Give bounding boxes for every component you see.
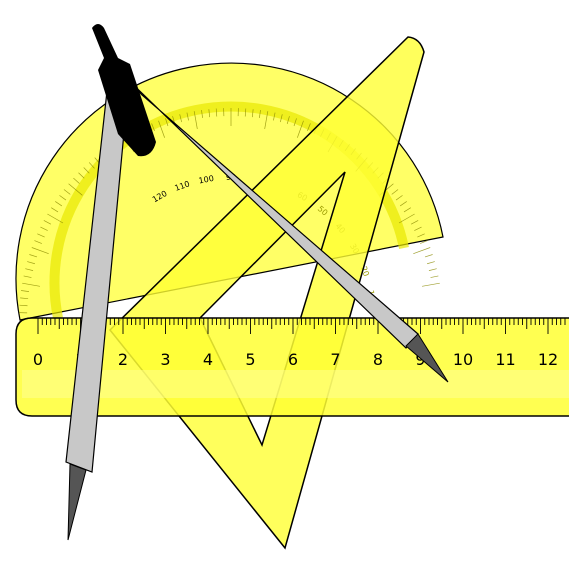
protractor-tick bbox=[20, 297, 29, 300]
protractor-tick bbox=[427, 261, 435, 265]
protractor-tick bbox=[158, 120, 165, 138]
ruler-number: 3 bbox=[160, 350, 170, 369]
protractor-tick bbox=[410, 220, 419, 225]
protractor-tick bbox=[208, 109, 211, 118]
protractor-tick bbox=[413, 247, 431, 254]
ruler-number: 6 bbox=[288, 350, 298, 369]
protractor-tick bbox=[186, 112, 189, 121]
protractor-tick bbox=[88, 162, 95, 169]
protractor-tick bbox=[59, 195, 67, 201]
ruler-number: 2 bbox=[118, 350, 128, 369]
protractor-tick bbox=[259, 110, 261, 119]
protractor-label: 20 bbox=[359, 265, 371, 278]
protractor-tick bbox=[420, 240, 428, 244]
protractor-tick bbox=[43, 220, 52, 225]
ruler-number: 4 bbox=[203, 350, 213, 369]
protractor-tick bbox=[34, 240, 42, 244]
protractor-tick bbox=[297, 120, 304, 138]
protractor-tick bbox=[215, 108, 218, 117]
protractor-tick bbox=[73, 177, 80, 184]
protractor-tick bbox=[244, 108, 247, 117]
compass-left-tip bbox=[67, 463, 87, 541]
protractor-tick bbox=[19, 304, 28, 307]
ruler-number: 0 bbox=[33, 350, 43, 369]
protractor-tick bbox=[47, 213, 64, 224]
ruler-numbers: 0123456789101112 bbox=[33, 350, 558, 369]
protractor-tick bbox=[179, 114, 182, 123]
protractor-tick bbox=[293, 118, 297, 127]
protractor-tick bbox=[68, 183, 83, 196]
ruler-highlight bbox=[22, 370, 569, 398]
protractor-tick bbox=[40, 226, 48, 231]
ruler-number: 11 bbox=[495, 350, 515, 369]
protractor-tick bbox=[399, 201, 407, 207]
protractor-tick bbox=[307, 123, 311, 131]
protractor-tick bbox=[403, 207, 411, 213]
protractor-tick bbox=[27, 261, 35, 265]
protractor-tick bbox=[421, 282, 440, 287]
protractor-tick bbox=[398, 213, 415, 224]
ruler-number: 12 bbox=[538, 350, 558, 369]
protractor-tick bbox=[29, 254, 38, 258]
protractor-tick bbox=[251, 109, 254, 118]
compass-handle bbox=[92, 24, 156, 157]
protractor-tick bbox=[280, 114, 283, 123]
protractor-tick bbox=[273, 112, 276, 121]
protractor-tick bbox=[165, 118, 169, 127]
protractor-tick bbox=[264, 111, 269, 130]
protractor-tick bbox=[83, 167, 90, 174]
protractor-tick bbox=[78, 172, 85, 179]
protractor-tick bbox=[395, 195, 403, 201]
ruler-number: 9 bbox=[415, 350, 425, 369]
protractor-tick bbox=[391, 189, 399, 195]
protractor-tick bbox=[22, 282, 41, 287]
protractor-tick bbox=[21, 290, 30, 292]
protractor-label: 100 bbox=[198, 174, 215, 186]
protractor-tick bbox=[424, 254, 433, 258]
protractor-tick bbox=[193, 111, 198, 130]
protractor-tick bbox=[25, 268, 34, 271]
protractor-tick bbox=[430, 275, 439, 278]
protractor-tick bbox=[23, 275, 32, 278]
ruler-number: 8 bbox=[373, 350, 383, 369]
protractor-tick bbox=[31, 247, 49, 254]
compass bbox=[65, 24, 449, 541]
protractor-tick bbox=[151, 123, 155, 131]
protractor-tick bbox=[37, 233, 45, 238]
ruler-number: 7 bbox=[330, 350, 340, 369]
protractor-tick bbox=[286, 116, 290, 124]
ruler-number: 5 bbox=[245, 350, 255, 369]
ruler-number: 10 bbox=[453, 350, 473, 369]
ruler: 0123456789101112 bbox=[15, 317, 569, 417]
protractor-tick bbox=[55, 201, 63, 207]
protractor-tick bbox=[428, 268, 437, 271]
protractor-tick bbox=[417, 233, 425, 238]
protractor-tick bbox=[414, 226, 422, 231]
protractor-tick bbox=[201, 110, 203, 119]
protractor-tick bbox=[51, 207, 59, 213]
protractor-tick bbox=[63, 189, 71, 195]
compass-right-tip bbox=[405, 333, 449, 383]
